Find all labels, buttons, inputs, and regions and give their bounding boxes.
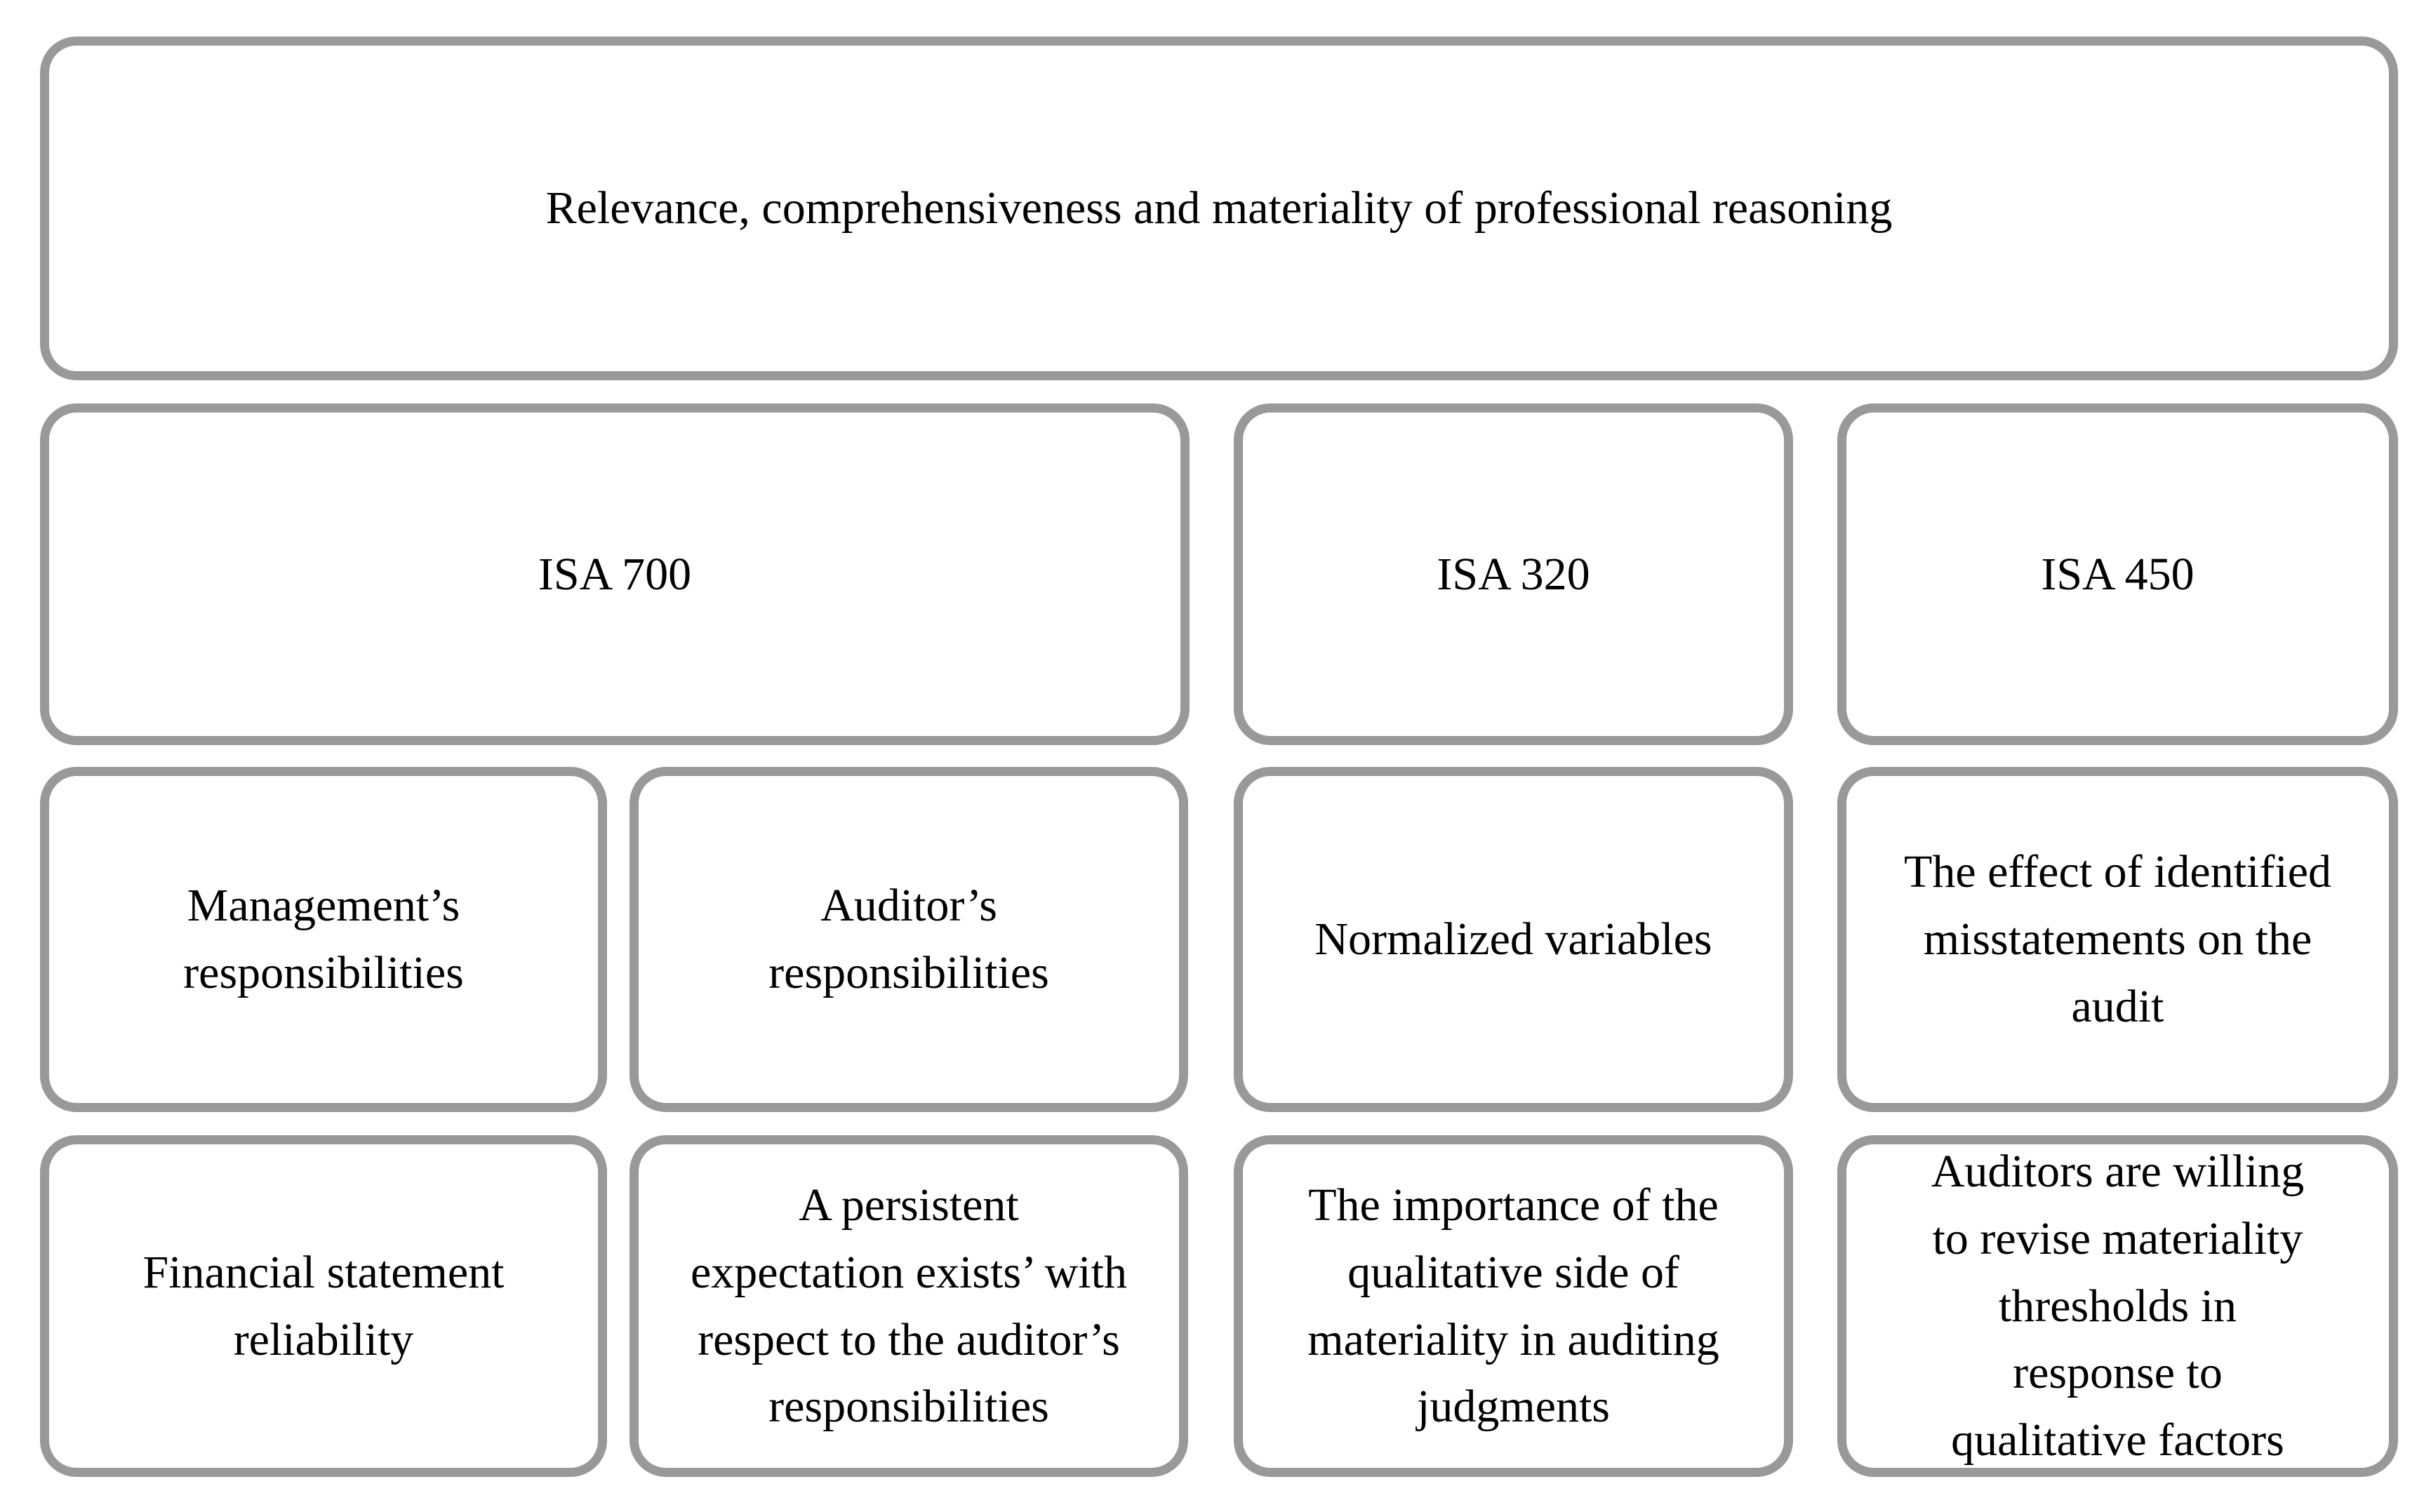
persistent-expectation-label: A persistent expectation exists’ with re… (691, 1179, 1127, 1433)
managements-responsibilities-label: Management’s responsibilities (183, 880, 464, 998)
financial-statement-reliability-label: Financial statement reliability (142, 1246, 505, 1365)
box-normalized-variables: Normalized variables (1234, 767, 1793, 1112)
title-label: Relevance, comprehensiveness and materia… (545, 182, 1893, 234)
box-managements-responsibilities: Management’s responsibilities (40, 767, 607, 1112)
effect-of-misstatements-label: The effect of identified misstatements o… (1904, 846, 2331, 1032)
box-isa-450: ISA 450 (1837, 403, 2398, 745)
box-title: Relevance, comprehensiveness and materia… (40, 36, 2398, 380)
isa-450-label: ISA 450 (2041, 548, 2194, 600)
box-auditors-responsibilities: Auditor’s responsibilities (630, 767, 1188, 1112)
auditors-responsibilities-label: Auditor’s responsibilities (768, 880, 1049, 998)
box-effect-of-misstatements: The effect of identified misstatements o… (1837, 767, 2398, 1112)
box-persistent-expectation: A persistent expectation exists’ with re… (630, 1135, 1188, 1477)
normalized-variables-label: Normalized variables (1314, 914, 1712, 965)
box-financial-statement-reliability: Financial statement reliability (40, 1135, 607, 1477)
box-isa-320: ISA 320 (1234, 403, 1793, 745)
revise-materiality-thresholds-label: Auditors are willing to revise materiali… (1931, 1146, 2305, 1466)
box-isa-700: ISA 700 (40, 403, 1190, 745)
isa-320-label: ISA 320 (1437, 548, 1590, 600)
qualitative-side-materiality-label: The importance of the qualitative side o… (1307, 1179, 1719, 1433)
isa-700-label: ISA 700 (538, 548, 692, 600)
box-revise-materiality-thresholds: Auditors are willing to revise materiali… (1837, 1135, 2398, 1477)
box-qualitative-side-materiality: The importance of the qualitative side o… (1234, 1135, 1793, 1477)
